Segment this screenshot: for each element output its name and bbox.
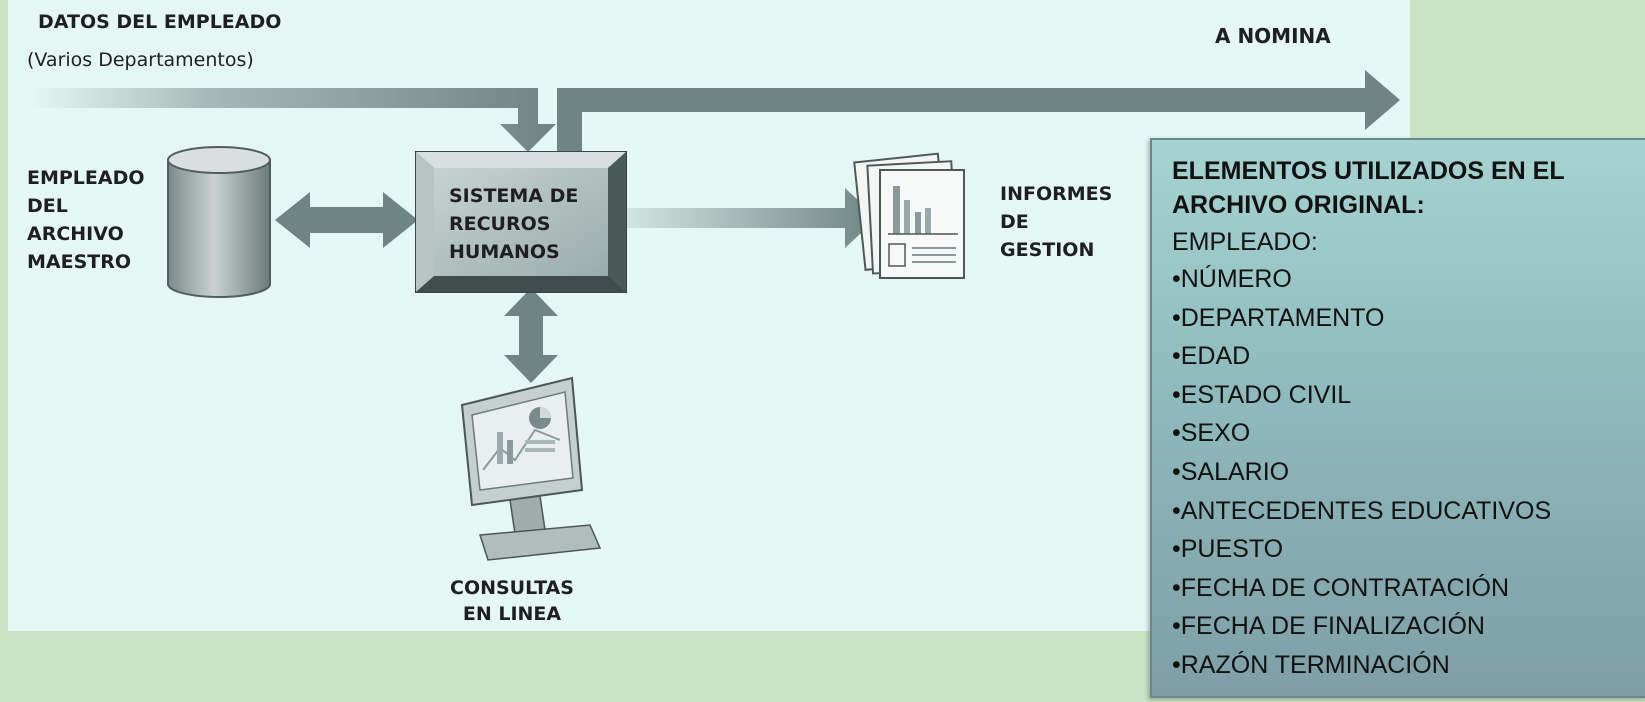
legend-item: •NÚMERO [1172, 265, 1292, 293]
output-label: A NOMINA [1215, 24, 1331, 48]
master-file-label-line: DEL [27, 195, 68, 217]
computer-monitor-icon [460, 376, 602, 561]
reports-label-line: GESTION [1000, 239, 1095, 261]
legend-title: ELEMENTOS UTILIZADOS EN EL ARCHIVO ORIGI… [1172, 157, 1565, 219]
output-arrow [557, 70, 1400, 152]
reports-label-line: DE [1000, 211, 1029, 233]
system-label-line: HUMANOS [449, 241, 560, 263]
master-file-label-line: ARCHIVO [27, 223, 124, 245]
legend-item: •RAZÓN TERMINACIÓN [1172, 650, 1450, 679]
input-label-subtitle: (Varios Departamentos) [27, 49, 254, 71]
system-label: SISTEMA DE RECUROS HUMANOS [449, 182, 578, 266]
legend-subtitle: EMPLEADO: [1172, 228, 1318, 256]
legend-item: •DEPARTAMENTO [1172, 303, 1385, 332]
master-file-label-line: EMPLEADO [27, 167, 145, 189]
legend-item: •ANTECEDENTES EDUCATIVOS [1172, 496, 1552, 525]
queries-label-line: CONSULTAS [450, 577, 574, 599]
legend-list: •NÚMERO •DEPARTAMENTO •EDAD •ESTADO CIVI… [1172, 260, 1645, 685]
legend-item: •SALARIO [1172, 457, 1290, 486]
elements-legend-box: ELEMENTOS UTILIZADOS EN EL ARCHIVO ORIGI… [1150, 138, 1645, 698]
legend-item: •PUESTO [1172, 535, 1284, 564]
legend-item: •FECHA DE CONTRATACIÓN [1172, 573, 1510, 602]
system-label-line: SISTEMA DE [449, 185, 579, 207]
system-box [415, 151, 627, 293]
legend-item: •SEXO [1172, 419, 1251, 448]
master-file-arrow [275, 192, 418, 248]
master-file-label-line: MAESTRO [27, 251, 132, 273]
system-label-line: RECUROS [449, 213, 551, 235]
report-documents-icon [853, 152, 965, 279]
queries-arrow [504, 288, 558, 383]
reports-arrow [620, 188, 877, 248]
queries-label: CONSULTAS EN LINEA [450, 575, 574, 627]
legend-item: •EDAD [1172, 342, 1251, 371]
reports-label-line: INFORMES [1000, 183, 1113, 205]
database-cylinder-icon [167, 146, 271, 298]
input-arrow [30, 88, 556, 152]
master-file-label: EMPLEADO DEL ARCHIVO MAESTRO [27, 164, 145, 276]
input-label-title: DATOS DEL EMPLEADO [38, 11, 282, 33]
legend-item: •ESTADO CIVIL [1172, 380, 1352, 409]
queries-label-line: EN LINEA [462, 603, 562, 625]
reports-label: INFORMES DE GESTION [1000, 180, 1112, 264]
legend-item: •FECHA DE FINALIZACIÓN [1172, 612, 1485, 641]
